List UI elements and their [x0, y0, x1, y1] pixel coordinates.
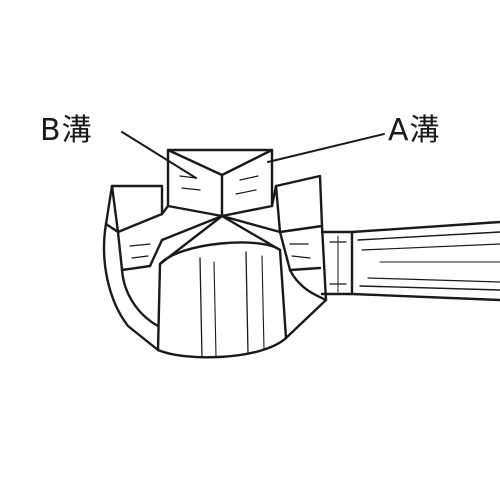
label-groove-a: A溝 — [388, 113, 441, 148]
groove-faces — [129, 184, 282, 268]
label-groove-b: B溝 — [40, 113, 93, 148]
leader-line-a — [267, 133, 385, 163]
leader-line-b — [121, 131, 197, 179]
handle — [320, 220, 500, 302]
segment-back-center — [166, 148, 274, 218]
segment-front — [156, 214, 288, 359]
segment-back-right — [274, 174, 324, 272]
cylinder-body — [102, 222, 328, 352]
